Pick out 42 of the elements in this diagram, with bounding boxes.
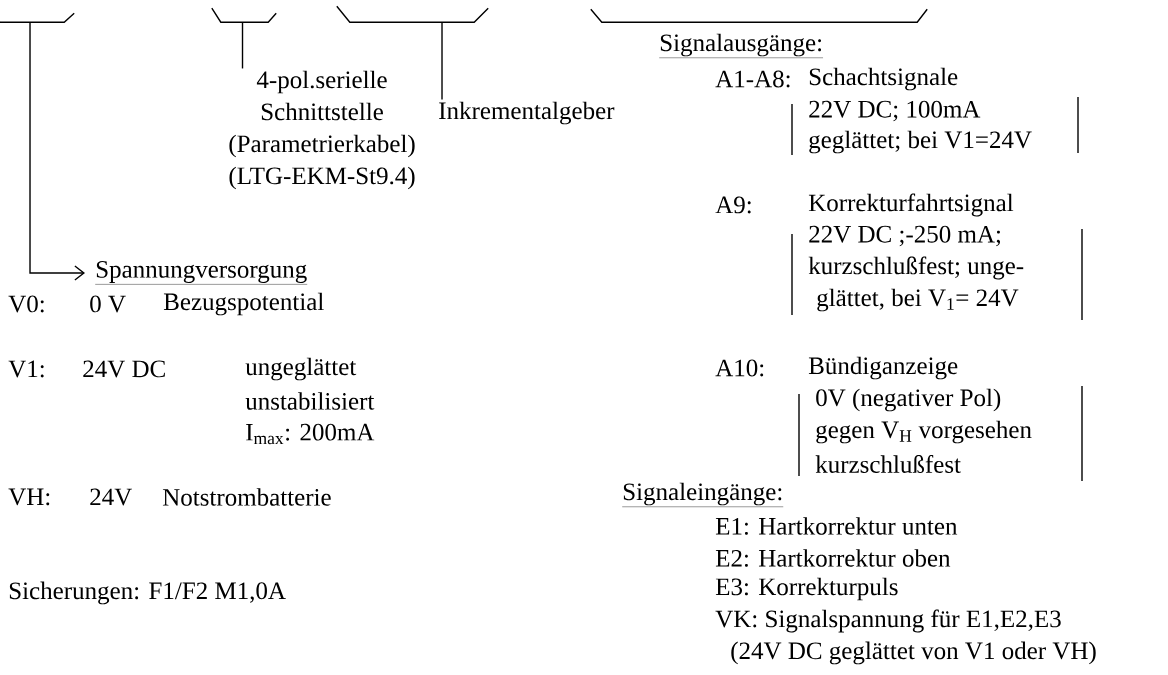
text-label: glättet, bei V$_{1}$= 24V	[817, 288, 1019, 312]
section-heading: Signalausgänge:	[659, 33, 824, 58]
bracket	[590, 8, 928, 23]
leader-line	[241, 21, 244, 70]
text-label: A9:	[715, 196, 751, 214]
leader-line	[441, 21, 443, 101]
text-label: VH:	[8, 488, 50, 506]
text-label: V0:	[8, 295, 44, 313]
text-label: Sicherungen: F1/F2 M1,0A	[9, 581, 286, 605]
bracket	[0, 12, 75, 23]
text-label: kurzschlußfest; unge-	[808, 256, 1024, 280]
text-label: A1-A8:	[715, 70, 790, 88]
text-label: Schachtsignale	[809, 67, 958, 91]
bracket	[211, 7, 277, 23]
text-label: (24V DC geglättet von V1 oder VH)	[731, 641, 1096, 665]
text-label: gegen V$_{H}$ vorgesehen	[816, 420, 1032, 444]
text-label: 0 V	[90, 295, 126, 313]
text-label: kurzschlußfest	[815, 455, 961, 473]
text-label: unstabilisiert	[245, 392, 375, 410]
text-label: geglättet; bei V1=24V	[809, 130, 1032, 154]
text-label: Korrekturfahrtsignal	[808, 193, 1014, 217]
text-label: 22V DC; 100mA	[809, 100, 981, 122]
section-heading: Spannungversorgung	[95, 261, 308, 285]
text-label: 24V DC	[83, 360, 165, 378]
encoder-label: Inkrementalgeber	[439, 101, 615, 125]
text-label: ungeglättet	[245, 357, 357, 381]
text-label: I$_{max}$: 200mA	[246, 423, 375, 445]
arrow	[29, 21, 85, 281]
text-label: 22V DC ;-250 mA;	[809, 225, 1001, 247]
text-label: 24V	[90, 488, 132, 506]
interface-label: 4-pol.serielle Schnittstelle (Parametrierkabel) (LTG-EKM-St9.4)	[229, 70, 415, 190]
text-label: VK: Signalspannung für E1,E2,E3	[715, 609, 1061, 633]
text-label: E3: Korrekturpuls	[715, 577, 898, 601]
text-label: Notstrombatterie	[162, 488, 331, 506]
text-label: E1: Hartkorrektur unten	[715, 517, 958, 535]
section-heading: Signaleingänge:	[622, 482, 784, 507]
text-label: V1:	[8, 360, 44, 378]
text-label: E2: Hartkorrektur oben	[715, 549, 951, 567]
text-label: Bündiganzeige	[808, 356, 958, 380]
bracket	[336, 5, 489, 23]
text-label: A10:	[715, 359, 764, 377]
text-label: 0V (negativer Pol)	[816, 388, 1001, 412]
